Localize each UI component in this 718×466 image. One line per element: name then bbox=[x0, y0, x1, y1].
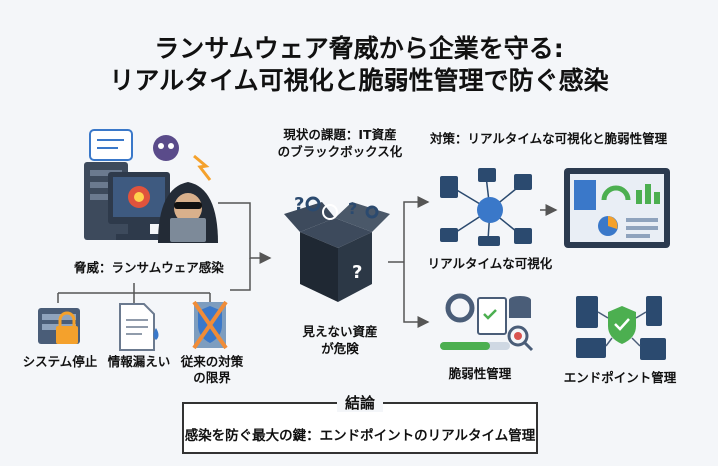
document-leak-icon bbox=[119, 303, 159, 351]
vulnerability-scan-icon bbox=[440, 293, 534, 352]
endpoint-icon bbox=[576, 296, 666, 360]
svg-text:?: ? bbox=[348, 199, 357, 218]
impact-limit-line2: の限界 bbox=[193, 370, 231, 385]
gear-icon bbox=[365, 205, 379, 219]
issue-label-line2: のブラックボックス化 bbox=[277, 144, 403, 159]
vuln-label: 脆弱性管理 bbox=[448, 366, 512, 381]
impact-limit-line1: 従来の対策 bbox=[180, 354, 244, 369]
title-line-2: リアルタイム可視化と脆弱性管理で防ぐ感染 bbox=[109, 66, 609, 95]
network-icon bbox=[440, 168, 532, 246]
broken-shield-icon bbox=[192, 300, 228, 350]
dashboard-icon bbox=[564, 168, 670, 248]
impact-system-stop: システム停止 bbox=[22, 354, 98, 369]
lock-icon bbox=[38, 308, 80, 344]
issue-label-line1: 現状の課題：IT資産 bbox=[283, 127, 397, 142]
question-mark-icon: ? bbox=[294, 194, 304, 215]
solution-label: 対策：リアルタイムな可視化と脆弱性管理 bbox=[430, 131, 668, 146]
impact-info-leak: 情報漏えい bbox=[107, 354, 171, 369]
conclusion-text: 感染を防ぐ最大の鍵：エンドポイントのリアルタイム管理 bbox=[184, 428, 536, 444]
conclusion-title: 結論 bbox=[184, 392, 536, 413]
title-line-1: ランサムウェア脅威から企業を守る: bbox=[154, 34, 564, 63]
visibility-label: リアルタイムな可視化 bbox=[427, 256, 553, 271]
svg-text:?: ? bbox=[352, 262, 362, 283]
threat-label: 脅威：ランサムウェア感染 bbox=[74, 260, 224, 275]
endpoint-label: エンドポイント管理 bbox=[563, 370, 677, 385]
danger-label-line2: が危険 bbox=[321, 341, 359, 356]
gear-icon bbox=[305, 196, 321, 212]
black-box-icon: ? bbox=[284, 202, 390, 302]
danger-label-line1: 見えない資産 bbox=[302, 324, 378, 339]
conclusion-box: 結論 感染を防ぐ最大の鍵：エンドポイントのリアルタイム管理 bbox=[182, 394, 538, 454]
hacker-server-icon bbox=[84, 129, 218, 243]
